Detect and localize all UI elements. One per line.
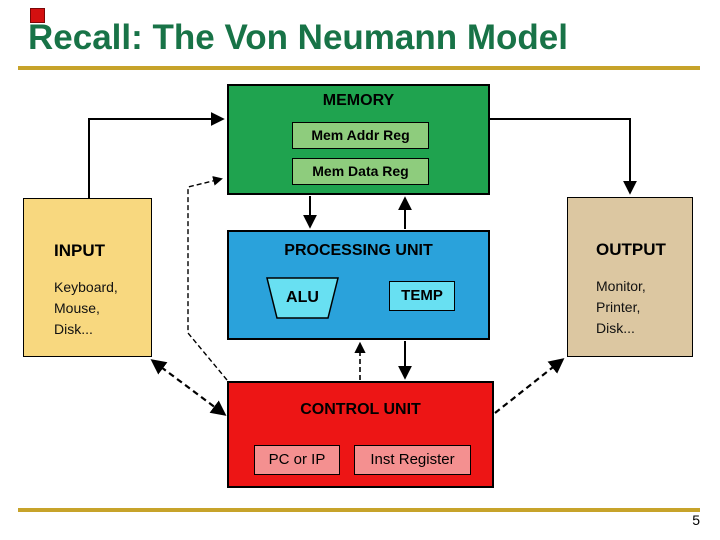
pc-or-ip-box: PC or IP [254, 445, 340, 475]
arrow-input-to-memory [88, 112, 225, 198]
input-device-line: Keyboard, [54, 279, 118, 295]
slide-title: Recall: The Von Neumann Model [28, 18, 568, 57]
output-device-line: Printer, [596, 299, 641, 315]
title-separator-line [18, 66, 700, 70]
output-device-line: Disk... [596, 320, 635, 336]
output-box: OUTPUT Monitor, Printer, Disk... [567, 197, 693, 357]
processing-unit-title: PROCESSING UNIT [284, 242, 433, 259]
output-title: OUTPUT [596, 240, 666, 259]
footer-separator-line [18, 508, 700, 512]
memory-box: MEMORY Mem Addr Reg Mem Data Reg [227, 84, 490, 195]
input-device-line: Mouse, [54, 300, 100, 316]
temp-register-box: TEMP [389, 281, 455, 311]
memory-title: MEMORY [322, 92, 395, 109]
input-device-list: Keyboard, Mouse, Disk... [54, 277, 151, 340]
arrow-control-to-output-dashed [494, 358, 565, 414]
alu-box-label: ALU [286, 289, 319, 306]
mem-data-reg-box: Mem Data Reg [292, 158, 429, 185]
page-number: 5 [692, 512, 700, 528]
slide-bullet-icon [30, 8, 45, 23]
control-unit-title: CONTROL UNIT [300, 401, 421, 418]
arrow-memory-to-output [490, 118, 637, 195]
input-box: INPUT Keyboard, Mouse, Disk... [23, 198, 152, 357]
control-unit-box: CONTROL UNIT PC or IP Inst Register [227, 381, 494, 488]
output-device-list: Monitor, Printer, Disk... [596, 276, 692, 339]
arrow-control-to-memory-dashed [187, 176, 228, 381]
input-title: INPUT [54, 241, 105, 260]
input-device-line: Disk... [54, 321, 93, 337]
output-device-line: Monitor, [596, 278, 646, 294]
inst-register-box: Inst Register [354, 445, 471, 475]
arrow-input-control-bidirectional-dashed [150, 359, 227, 416]
processing-unit-box: PROCESSING UNIT TEMP [227, 230, 490, 340]
mem-addr-reg-box: Mem Addr Reg [292, 122, 429, 149]
